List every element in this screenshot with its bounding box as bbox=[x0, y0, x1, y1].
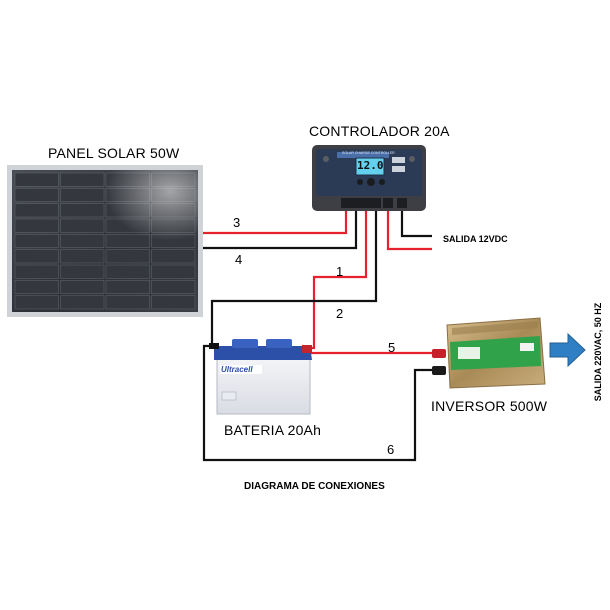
controller-header-text: SOLAR CHARGE CONTROLLER bbox=[342, 151, 395, 155]
battery-cert-icon bbox=[221, 391, 237, 401]
inverter-label-text: INVERSOR 500W bbox=[431, 398, 548, 414]
wire-6-negative bbox=[202, 344, 432, 462]
wire-2-negative bbox=[210, 210, 378, 346]
inverter-positive-post bbox=[432, 349, 446, 358]
wire-6-number: 6 bbox=[387, 442, 395, 457]
inverter-negative-post bbox=[432, 366, 446, 375]
wire-5-number: 5 bbox=[388, 340, 396, 355]
wires bbox=[202, 210, 432, 462]
battery-lid bbox=[214, 346, 312, 360]
battery-label-band bbox=[220, 365, 262, 374]
controller-button-2 bbox=[357, 179, 363, 185]
wire-4-number: 4 bbox=[235, 252, 243, 267]
panel-glare bbox=[12, 170, 198, 312]
ac-output-label: SALIDA 220VAC, 50 HZ bbox=[593, 302, 603, 402]
wire-2-number: 2 bbox=[336, 306, 344, 321]
wire-3-positive bbox=[203, 210, 348, 235]
controller-lcd-value: 12.0 bbox=[357, 159, 384, 172]
wire-dc-out-negative bbox=[400, 210, 432, 238]
battery-negative-terminal bbox=[209, 343, 219, 349]
terminal-pv-positive bbox=[341, 198, 351, 208]
terminal-load-negative bbox=[397, 198, 407, 208]
solar-panel bbox=[7, 165, 203, 317]
controller-header-bar bbox=[337, 152, 389, 158]
screw-icon bbox=[409, 156, 415, 162]
usb-port-1 bbox=[392, 157, 405, 163]
controller-button-3 bbox=[379, 179, 385, 185]
controller-button-1 bbox=[367, 178, 375, 186]
wire-1-number: 1 bbox=[336, 264, 344, 279]
ac-output-arrow-icon bbox=[549, 332, 586, 368]
wire-1-positive bbox=[307, 210, 368, 350]
battery-positive-terminal bbox=[302, 345, 312, 353]
battery-lid-cap bbox=[266, 339, 292, 348]
inverter-label bbox=[458, 347, 480, 359]
dc-output-label: SALIDA 12VDC bbox=[443, 234, 508, 244]
diagram-title: DIAGRAMA DE CONEXIONES bbox=[244, 481, 385, 492]
controller-terminals bbox=[341, 198, 407, 208]
inverter-face bbox=[450, 336, 541, 370]
controller-label: CONTROLADOR 20A bbox=[309, 123, 450, 139]
terminal-pv-negative bbox=[351, 198, 361, 208]
screw-icon bbox=[323, 156, 329, 162]
wire-dc-out-positive bbox=[386, 210, 432, 251]
inverter bbox=[432, 317, 546, 389]
wire-3-number: 3 bbox=[233, 215, 241, 230]
controller-lcd bbox=[355, 157, 385, 176]
usb-port-2 bbox=[392, 166, 405, 172]
battery-brand: Ultracell bbox=[221, 365, 253, 374]
inverter-fins bbox=[452, 321, 538, 335]
panel-label: PANEL SOLAR 50W bbox=[48, 145, 180, 161]
wire-4-negative bbox=[203, 210, 358, 250]
inverter-ac-socket bbox=[520, 343, 534, 351]
battery-label: BATERIA 20Ah bbox=[224, 422, 322, 438]
terminal-bat-positive bbox=[361, 198, 371, 208]
charge-controller bbox=[312, 145, 426, 211]
battery bbox=[209, 339, 312, 415]
terminal-load-positive bbox=[383, 198, 393, 208]
battery-lid-cap bbox=[232, 339, 258, 348]
terminal-bat-negative bbox=[371, 198, 381, 208]
